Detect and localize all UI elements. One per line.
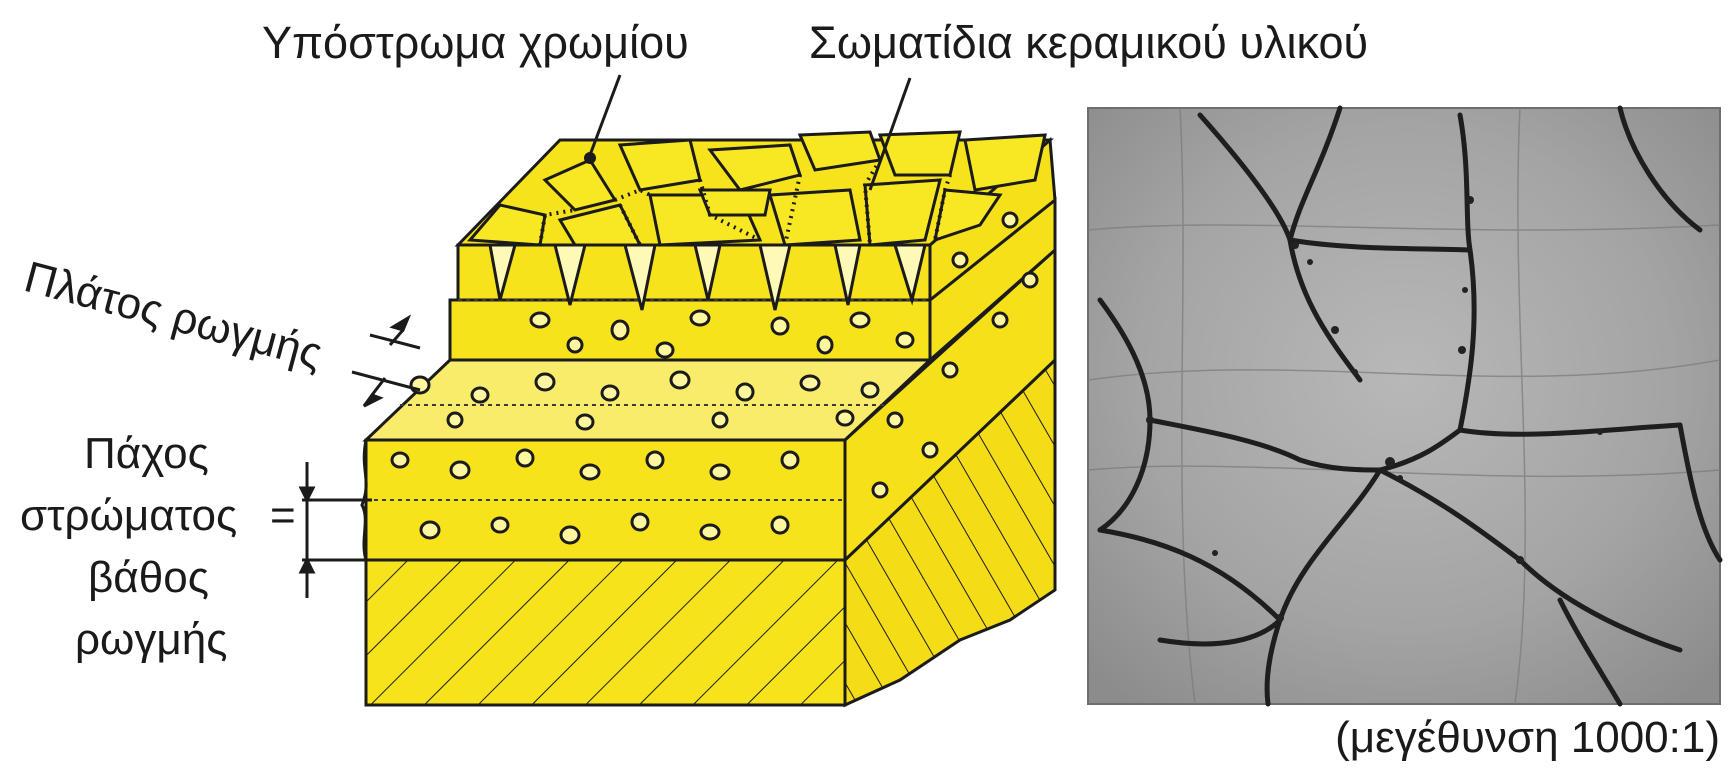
crack-width-arrows [352,318,420,406]
ceramic-particles-label: Σωματίδια κεραμικού υλικού [809,17,1368,68]
thickness-dimension [301,462,372,598]
micrograph-photo [1088,108,1720,704]
magnification-caption: (μεγέθυνση 1000:1) [1335,713,1720,762]
equals-sign: = [270,491,296,540]
layer-thickness-label-2: στρώματος [20,491,237,540]
layer-thickness-label-1: Πάχος [84,429,209,478]
crack-width-label: Πλάτος ρωγμής [19,252,327,378]
crack-depth-label-1: βάθος [88,553,209,602]
crack-depth-label-2: ρωγμής [75,615,227,664]
chromium-substrate-label: Υπόστρωμα χρωμίου [262,17,689,68]
